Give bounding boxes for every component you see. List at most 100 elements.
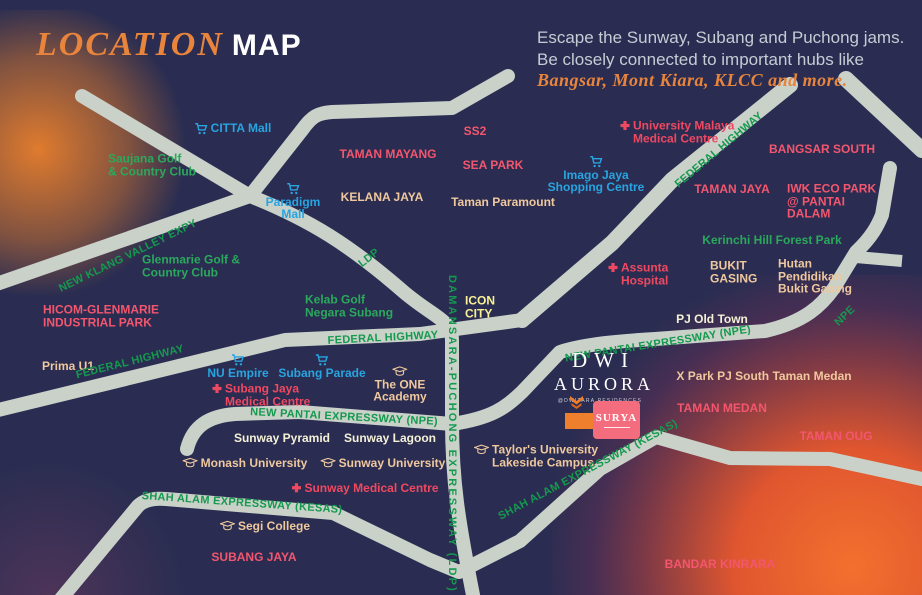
badge-title: SURYA — [595, 412, 638, 424]
dwi-aurora-logo: DWI AURORA @DWITARA RESIDENCES — [550, 348, 650, 404]
place-label: Sunway Lagoon — [343, 430, 437, 445]
place-monash-university: Monash University — [181, 457, 307, 470]
badge-divider — [603, 427, 630, 428]
place-glenmarie-golf: Glenmarie Golf &Country Club — [142, 252, 241, 279]
place-label: Saujana Golf& Country Club — [108, 151, 196, 178]
road-top-right-corner — [838, 71, 922, 158]
place-label: Prima U1 — [41, 358, 95, 373]
place-sea-park: SEA PARK — [463, 159, 524, 172]
road-npe-stub — [855, 251, 903, 267]
place-taman-jaya: TAMAN JAYA — [694, 183, 770, 196]
place-label: TAMAN JAYA — [694, 181, 770, 196]
place-label: TAMAN OUG — [799, 428, 873, 443]
road-label-damansara-puchong-ldp: DAMANSARA-PUCHONG EXPRESSWAY (LDP) — [446, 274, 458, 594]
road-label-npe-short: NPE — [832, 303, 858, 329]
place-sunway-lagoon: Sunway Lagoon — [344, 432, 436, 445]
place-label: Kerinchi Hill Forest Park — [702, 232, 842, 247]
place-taman-medan: TAMAN MEDAN — [677, 402, 767, 415]
place-subang-parade: Subang Parade — [278, 353, 366, 380]
place-citta-mall: CITTA Mall — [195, 122, 271, 135]
place-label: SEA PARK — [462, 157, 524, 172]
place-sunway-medical-centre: Sunway Medical Centre — [291, 480, 439, 495]
cart-icon — [195, 122, 208, 134]
badge-orange-block — [565, 413, 593, 429]
place-taman-paramount: Taman Paramount — [451, 196, 555, 209]
cross-icon — [620, 120, 630, 130]
subtitle-line-3: Bangsar, Mont Kiara, KLCC and more. — [537, 70, 848, 90]
subtitle-line-1: Escape the Sunway, Subang and Puchong ja… — [537, 28, 905, 47]
cap-icon — [218, 520, 237, 531]
cart-icon — [287, 182, 300, 194]
place-label: SS2 — [463, 123, 487, 138]
place-sunway-pyramid: Sunway Pyramid — [234, 432, 330, 445]
place-label: TAMAN MAYANG — [339, 146, 437, 161]
road-new-klang-valley-expy — [0, 189, 257, 291]
place-bandar-kinrara: BANDAR KINRARA — [665, 558, 776, 571]
cart-icon — [231, 353, 245, 366]
place-label: BANDAR KINRARA — [664, 556, 776, 571]
place-prima-u1: Prima U1 — [42, 360, 94, 373]
road-ldp — [243, 189, 481, 595]
page-title-map: MAP — [231, 29, 302, 62]
place-label: Taman Paramount — [451, 194, 555, 209]
place-taman-oug: TAMAN OUG — [799, 430, 872, 443]
surya-badge: SURYA — [563, 395, 641, 441]
place-label: SUBANG JAYA — [211, 549, 297, 564]
road-feeder-northwest — [75, 89, 257, 203]
badge-card: SURYA — [593, 401, 640, 439]
road-label-npe-west: NEW PANTAI EXPRESSWAY (NPE) — [249, 406, 439, 428]
place-label: X Park PJ South Taman Medan — [676, 368, 852, 383]
cart-icon — [315, 353, 329, 366]
place-bangsar-south: BANGSAR SOUTH — [769, 143, 875, 156]
place-label: Sunway Medical Centre — [304, 480, 439, 495]
cross-icon — [608, 262, 618, 272]
road-shah-alam-expressway — [55, 430, 922, 595]
cross-icon — [212, 383, 222, 393]
cap-icon — [181, 457, 199, 468]
road-label-federal-highway-mid: FEDERAL HIGHWAY — [327, 329, 439, 347]
road-federal-highway-east — [514, 77, 798, 328]
cap-icon — [319, 457, 337, 468]
logo-line-2: AURORA — [554, 374, 655, 394]
place-kerinchi-hill: Kerinchi Hill Forest Park — [702, 234, 841, 247]
place-subang-jaya: SUBANG JAYA — [211, 551, 296, 564]
place-label: Subang Parade — [278, 365, 366, 380]
page-title-location: LOCATION — [36, 26, 224, 63]
place-ss2: SS2 — [464, 125, 487, 138]
place-label: BANGSAR SOUTH — [768, 141, 876, 156]
place-nu-empire: NU Empire — [207, 353, 269, 379]
cart-icon — [589, 155, 603, 167]
road-federal-highway-west — [0, 313, 529, 417]
subtitle-line-2: Be closely connected to important hubs l… — [537, 49, 864, 69]
place-label: Glenmarie Golf &Country Club — [142, 252, 241, 279]
cross-icon — [291, 482, 301, 492]
place-x-park-pj-south: X Park PJ South Taman Medan — [676, 370, 851, 383]
place-pj-old-town: PJ Old Town — [676, 313, 748, 326]
place-label: TAMAN MEDAN — [677, 400, 767, 415]
place-saujana-golf: Saujana Golf& Country Club — [108, 151, 196, 178]
cap-icon — [472, 444, 491, 455]
place-segi-college: Segi College — [218, 520, 310, 533]
place-label: Sunway University — [338, 455, 446, 470]
